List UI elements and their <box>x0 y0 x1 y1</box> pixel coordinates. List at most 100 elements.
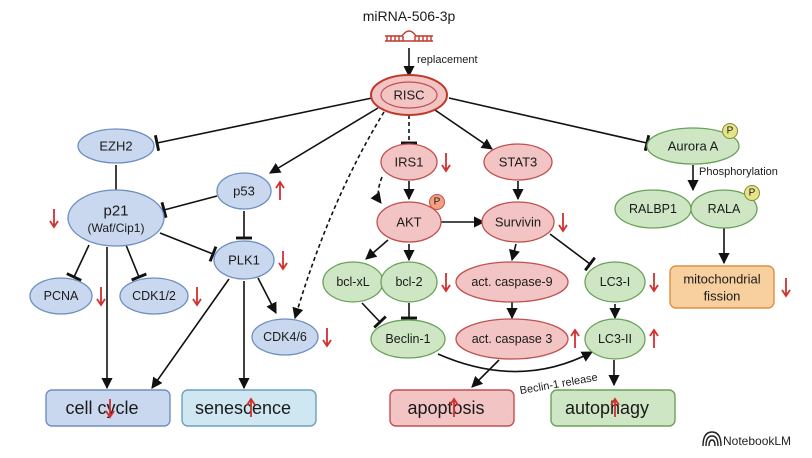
node-p21[interactable]: p21(Waf/Cip1) <box>49 189 165 247</box>
edge-irs1-akt-dashed <box>370 176 383 204</box>
node-p53[interactable]: p53 <box>216 172 285 210</box>
regulation-down-icon <box>192 287 202 307</box>
outcome-mito-label2: fission <box>704 289 741 304</box>
regulation-up-icon <box>649 328 659 348</box>
node-p53-label: p53 <box>233 184 255 199</box>
node-lc3i-shape <box>584 261 646 303</box>
edge-p21-pcna <box>66 244 90 282</box>
node-rala-label: RALA <box>708 202 741 216</box>
outcome-mito-box <box>669 265 775 309</box>
edge-bclxl-beclin1 <box>361 302 387 329</box>
edge-risc-aurora <box>448 97 651 152</box>
notebooklm-logo-icon <box>702 431 722 447</box>
regulation-down-icon <box>96 287 106 307</box>
edge-plk1-cellcycle <box>151 278 230 389</box>
svg-text:P: P <box>749 188 756 199</box>
mirna-title: miRNA-506-3p <box>363 8 456 24</box>
node-plk1[interactable]: PLK1 <box>213 240 288 280</box>
outcome-senescence[interactable]: senescence <box>181 389 317 427</box>
node-casp3[interactable]: act. caspase 3 <box>455 318 580 360</box>
node-bcl2-label: bcl-2 <box>395 275 422 289</box>
node-ralbp1[interactable]: RALBP1 <box>614 189 692 229</box>
node-aurora[interactable]: Aurora A P <box>646 123 740 165</box>
node-rala[interactable]: RALA P <box>690 185 760 229</box>
node-p21-sublabel: (Waf/Cip1) <box>88 221 145 235</box>
node-plk1-shape <box>213 240 275 280</box>
node-pcna-label: PCNA <box>44 289 79 303</box>
node-stat3-shape <box>483 143 553 181</box>
node-irs1[interactable]: IRS1 <box>380 143 451 181</box>
node-irs1-shape <box>380 143 438 181</box>
node-stat3[interactable]: STAT3 <box>483 143 553 181</box>
node-casp9-shape <box>455 261 569 303</box>
edge-akt-bclxl <box>365 239 389 260</box>
phospho-badge: P <box>744 185 760 201</box>
regulation-up-icon <box>610 397 620 417</box>
node-bclxl-label: bcl-xL <box>336 275 369 289</box>
node-ezh2[interactable]: EZH2 <box>77 128 155 164</box>
regulation-down-icon <box>649 273 659 293</box>
outcome-cellcycle-box <box>45 389 171 427</box>
regulation-up-icon <box>275 180 285 200</box>
node-p21-shape <box>67 189 165 247</box>
edge-label-replacement: replacement <box>417 54 478 66</box>
node-beclin1-shape <box>370 319 446 359</box>
node-cdk12[interactable]: CDK1/2 <box>119 277 202 315</box>
svg-text:P: P <box>727 126 734 137</box>
edge-plk1-cdk46 <box>257 277 277 314</box>
node-lc3i[interactable]: LC3-I <box>584 261 659 303</box>
node-survivin[interactable]: Survivin <box>481 201 568 243</box>
svg-text:P: P <box>434 197 441 208</box>
mirna-hairpin-icon <box>385 30 433 42</box>
outcome-apoptosis-label: apoptosis <box>407 398 484 418</box>
regulation-down-icon <box>105 399 115 419</box>
outcome-cellcycle-label: cell cycle <box>65 398 138 418</box>
node-beclin1-label: Beclin-1 <box>385 332 430 346</box>
node-casp9[interactable]: act. caspase-9 <box>455 261 569 303</box>
node-akt-shape <box>376 201 442 243</box>
node-cdk12-shape <box>119 277 189 315</box>
node-irs1-label: IRS1 <box>395 155 424 170</box>
outcome-apoptosis[interactable]: apoptosis <box>389 389 515 427</box>
node-cdk46[interactable]: CDK4/6 <box>251 318 332 356</box>
node-ralbp1-label: RALBP1 <box>629 202 677 216</box>
outcome-senescence-label: senescence <box>195 398 291 418</box>
phospho-badge: P <box>722 123 738 139</box>
regulation-down-icon <box>278 251 288 271</box>
outcome-cellcycle[interactable]: cell cycle <box>45 389 171 427</box>
regulation-down-icon <box>322 328 332 348</box>
node-survivin-shape <box>481 201 555 243</box>
edge-p21-plk1 <box>159 232 218 262</box>
edge-risc-ezh2 <box>153 97 373 152</box>
outcomes: cell cycle senescence apoptosis autophagy mi… <box>45 265 791 427</box>
node-bcl2[interactable]: bcl-2 <box>380 261 451 303</box>
watermark-text: NotebookLM <box>723 434 791 448</box>
node-aurora-label: Aurora A <box>668 139 719 154</box>
regulation-down-icon <box>781 278 791 298</box>
node-bclxl[interactable]: bcl-xL <box>322 261 397 303</box>
outcome-autophagy-box <box>550 389 676 427</box>
watermark: NotebookLM <box>702 431 791 448</box>
regulation-up-icon <box>246 397 256 417</box>
edges <box>66 97 730 390</box>
node-lc3i-label: LC3-I <box>600 275 631 289</box>
edge-casp3-apoptosis <box>471 359 500 388</box>
node-pcna[interactable]: PCNA <box>29 277 106 315</box>
regulation-down-icon <box>441 153 451 173</box>
outcome-autophagy[interactable]: autophagy <box>550 389 676 427</box>
node-casp3-shape <box>455 318 569 360</box>
node-bcl2-shape <box>380 261 438 303</box>
edge-survivin-lc3i <box>549 233 596 272</box>
node-p21-label: p21 <box>103 203 128 220</box>
node-cdk46-label: CDK4/6 <box>263 330 307 344</box>
node-beclin1[interactable]: Beclin-1 <box>370 319 446 359</box>
node-risc[interactable]: RISC <box>370 74 448 116</box>
edge-p21-cdk12 <box>125 244 147 282</box>
node-lc3ii[interactable]: LC3-II <box>584 318 659 360</box>
node-ezh2-label: EZH2 <box>99 139 132 154</box>
regulation-up-icon <box>449 397 459 417</box>
node-ezh2-shape <box>77 128 155 164</box>
